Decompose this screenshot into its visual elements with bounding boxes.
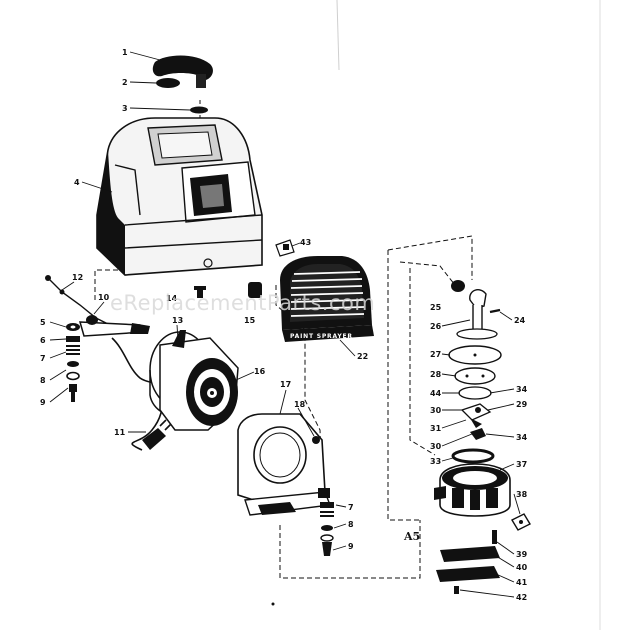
grille-badge: PAINT SPRAYER [290,333,353,340]
callout-34: 34 [516,385,528,394]
callout-41: 41 [516,578,528,587]
part-gasket-33 [451,448,495,464]
callout-6: 6 [40,336,46,345]
callout-1: 1 [122,48,128,57]
callout-4: 4 [74,178,80,187]
part-disc-28 [454,367,496,385]
callout-14: 14 [166,294,178,303]
part-pump-body-37 [434,463,511,517]
callout-11: 11 [114,428,126,437]
callout-37: 37 [516,460,527,469]
callout-7b: 7 [348,503,354,512]
callout-42: 42 [516,593,527,602]
part-valve-30 [460,403,492,428]
callout-25: 25 [430,303,442,312]
part-ball-25 [451,280,465,292]
part-screw-stack-right [320,502,334,556]
callout-9: 9 [40,398,46,407]
callout-8b: 8 [348,520,354,529]
part-screw-39 [492,530,497,544]
callout-43: 43 [300,238,311,247]
part-screw-stack-left [66,323,80,402]
callout-7: 7 [40,354,46,363]
part-motor [149,330,239,431]
part-spacer [190,106,208,114]
callout-3: 3 [122,104,128,113]
callout-18: 18 [294,400,306,409]
callout-22: 22 [357,352,368,361]
callout-17: 17 [280,380,291,389]
part-screw-42 [454,586,459,594]
dashed-assembly-lines [94,100,473,579]
callout-28: 28 [430,370,442,379]
callout-8: 8 [40,376,46,385]
part-plate-40 [440,546,500,562]
part-foot-15 [248,282,262,298]
callout-27: 27 [430,350,441,359]
callout-30b: 30 [430,442,442,451]
part-grommet [156,78,180,88]
callout-39: 39 [516,550,528,559]
part-screw-14 [194,286,206,298]
callout-38: 38 [516,490,528,499]
part-fan-housing [237,413,331,516]
callout-31: 31 [430,424,442,433]
callout-24: 24 [514,316,526,325]
callout-16: 16 [254,367,266,376]
part-switch-bracket [78,315,150,337]
callout-2: 2 [122,78,128,87]
callout-5: 5 [40,318,46,327]
part-plate-41 [436,566,500,582]
part-tube-26 [456,289,501,340]
callout-29: 29 [516,400,528,409]
callout-33: 33 [430,457,441,466]
callout-13: 13 [172,316,183,325]
callout-30: 30 [430,406,442,415]
part-housing [96,117,263,276]
part-fitting-38 [511,513,531,531]
callout-34b: 34 [516,433,528,442]
part-valve-30b [470,428,486,440]
watermark-text: eReplacementParts.com [110,291,375,315]
callout-15: 15 [244,316,256,325]
part-grille: PAINT SPRAYER [280,256,374,342]
part-disc-44 [458,386,492,400]
callout-40: 40 [516,563,528,572]
part-disc-27 [448,345,502,365]
part-clip-43 [275,239,295,257]
callout-10: 10 [98,293,110,302]
part-handle [152,55,213,88]
leader-lines [49,51,521,598]
callout-26: 26 [430,322,442,331]
callout-44: 44 [430,389,442,398]
callout-9b: 9 [348,542,354,551]
sheet-label: A5 [403,530,420,543]
callout-12: 12 [72,273,83,282]
callout-labels: 1 2 3 4 5 6 7 8 9 10 11 12 13 14 15 16 1… [40,48,528,602]
